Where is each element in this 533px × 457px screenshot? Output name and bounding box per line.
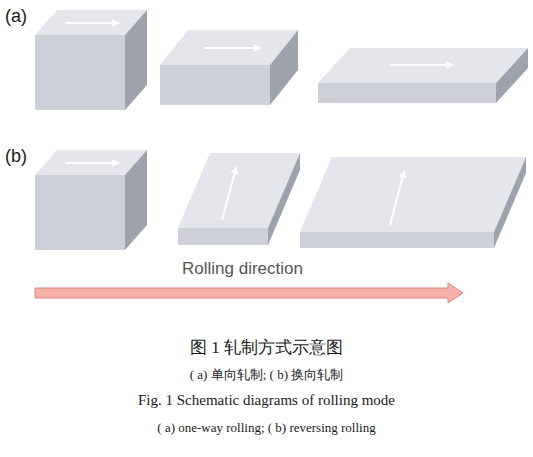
slab-block bbox=[35, 150, 147, 250]
slab-block bbox=[178, 153, 300, 245]
panel-label: (a) bbox=[5, 6, 27, 27]
slab-block bbox=[35, 10, 147, 110]
direction-label: Rolling direction bbox=[182, 259, 303, 279]
slab-block bbox=[300, 157, 526, 248]
direction-arrow bbox=[35, 283, 463, 303]
panel-label: (b) bbox=[5, 146, 27, 167]
caption-english: Fig. 1 Schematic diagrams of rolling mod… bbox=[0, 392, 533, 409]
figure-caption: 图 1 轧制方式示意图 bbox=[0, 336, 533, 359]
caption-subline: ( a) one-way rolling; ( b) reversing rol… bbox=[0, 420, 533, 436]
slab-block bbox=[160, 30, 298, 105]
slab-block bbox=[318, 48, 528, 103]
caption-subline: ( a) 单向轧制; ( b) 换向轧制 bbox=[0, 366, 533, 384]
